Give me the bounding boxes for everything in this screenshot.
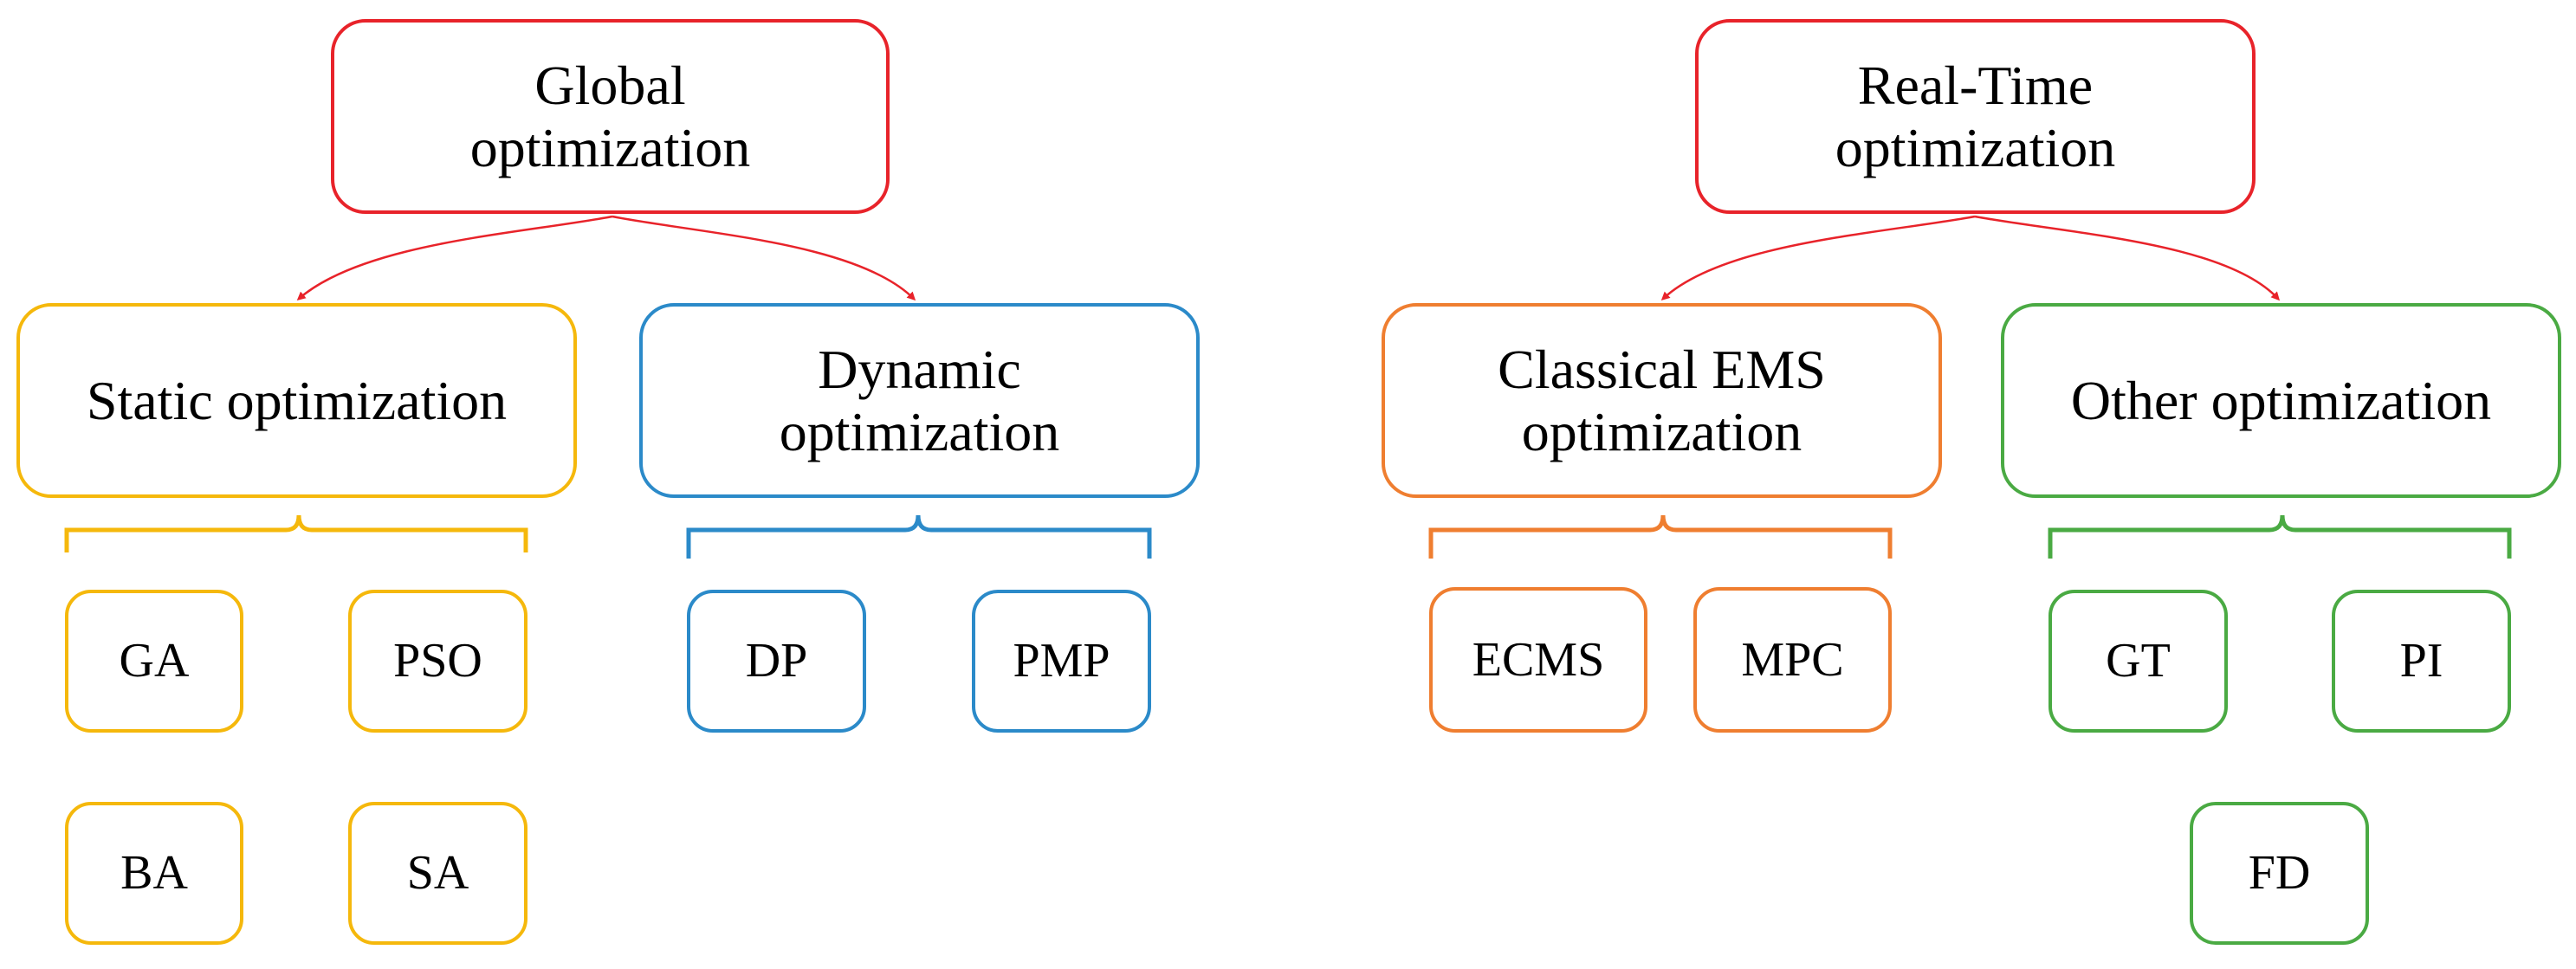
method-pso: PSO [348, 590, 527, 733]
method-ga: GA [65, 590, 243, 733]
method-ecms: ECMS [1429, 587, 1647, 733]
bracket-dynamic [686, 514, 1152, 559]
dynamic-optimization-node: Dynamic optimization [639, 303, 1200, 498]
method-pi: PI [2332, 590, 2511, 733]
realtime-optimization-node: Real-Time optimization [1695, 19, 2256, 214]
static-optimization-node: Static optimization [16, 303, 577, 498]
global-optimization-node: Global optimization [331, 19, 890, 214]
bracket-other [2048, 514, 2512, 559]
arrow-realtime-to-other [1974, 215, 2281, 301]
method-sa: SA [348, 802, 527, 945]
arrow-global-to-static [296, 215, 613, 300]
arrow-global-to-dynamic [612, 215, 916, 301]
bracket-static [64, 514, 528, 552]
method-pmp: PMP [972, 590, 1151, 733]
arrow-realtime-to-classical [1660, 215, 1976, 301]
other-optimization-node: Other optimization [2001, 303, 2561, 498]
method-dp: DP [687, 590, 866, 733]
method-ba: BA [65, 802, 243, 945]
bracket-classical [1428, 514, 1893, 559]
method-mpc: MPC [1693, 587, 1892, 733]
classical-ems-optimization-node: Classical EMS optimization [1382, 303, 1942, 498]
method-gt: GT [2049, 590, 2228, 733]
method-fd: FD [2190, 802, 2369, 945]
